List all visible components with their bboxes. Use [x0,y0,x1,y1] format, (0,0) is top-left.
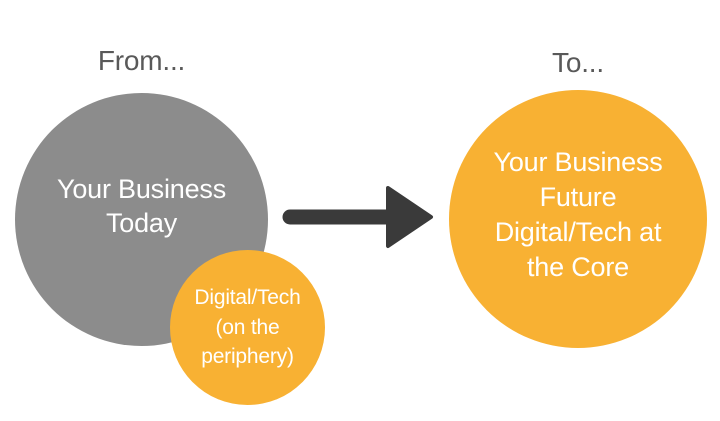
business-today-text: Your Business Today [56,174,226,238]
business-today-circle: Your Business Today [15,93,268,346]
digital-tech-periphery-circle: Digital/Tech (on the periphery) [170,250,325,405]
business-future-text: Your Business Future Digital/Tech at the… [493,146,663,283]
digital-tech-periphery-text: Digital/Tech (on the periphery) [194,286,301,369]
business-future-circle: Your Business Future Digital/Tech at the… [449,90,707,348]
to-label: To... [552,47,604,78]
arrow-right-icon [282,186,433,248]
from-label: From... [97,45,186,76]
